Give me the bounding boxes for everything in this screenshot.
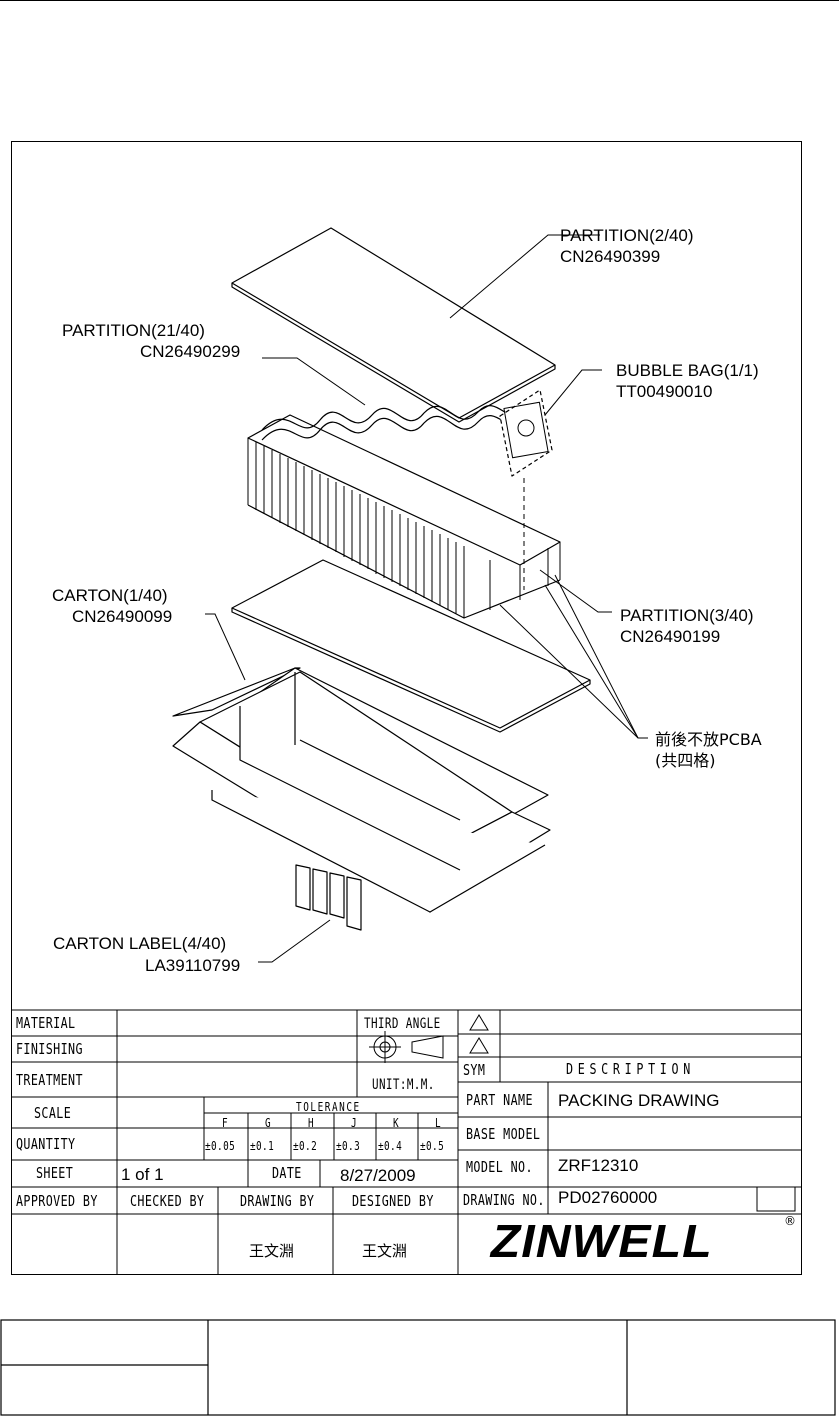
partition-middle-code: CN26490299 — [140, 342, 241, 361]
drawing-frame — [11, 141, 802, 1275]
note-line2: (共四格) — [655, 751, 716, 770]
bubble-bag-shape — [499, 389, 553, 477]
tolerance-col-j: J — [351, 1116, 358, 1130]
top-rule — [0, 0, 839, 1]
tolerance-col-h: H — [308, 1116, 315, 1130]
tolerance-val-h: ±0.2 — [293, 1139, 318, 1153]
drawing-by-name: 王文淵 — [249, 1242, 295, 1260]
tolerance-val-l: ±0.5 — [420, 1139, 445, 1153]
bubble-bag-name: BUBBLE BAG(1/1) — [616, 361, 759, 380]
date-label: DATE — [272, 1164, 302, 1182]
carton-name: CARTON(1/40) — [52, 586, 168, 605]
carton-labels — [295, 864, 362, 931]
tolerance-col-g: G — [265, 1116, 272, 1130]
carton-label-name: CARTON LABEL(4/40) — [53, 934, 227, 953]
drawing-by-label: DRAWING BY — [240, 1192, 315, 1210]
tolerance-val-f: ±0.05 — [205, 1139, 236, 1153]
tolerance-val-k: ±0.4 — [378, 1139, 403, 1153]
designed-by-label: DESIGNED BY — [352, 1192, 434, 1210]
model-no-value: ZRF12310 — [558, 1156, 639, 1175]
zinwell-logo: ZINWELL — [490, 1215, 713, 1267]
third-angle-label: THIRD ANGLE — [364, 1016, 441, 1032]
partition-bottom-code: CN26490199 — [620, 627, 721, 646]
tolerance-col-l: L — [435, 1116, 442, 1130]
partition-top-code: CN26490399 — [560, 247, 661, 266]
scale-label: SCALE — [34, 1104, 72, 1122]
sheet-label: SHEET — [36, 1164, 74, 1182]
registered-mark: ® — [784, 1214, 796, 1228]
leader-lines — [205, 234, 648, 963]
material-label: MATERIAL — [16, 1014, 76, 1032]
treatment-label: TREATMENT — [16, 1071, 83, 1089]
designed-by-name: 王文淵 — [362, 1242, 408, 1260]
tolerance-label: TOLERANCE — [296, 1100, 361, 1114]
approved-by-label: APPROVED BY — [16, 1192, 98, 1210]
bubble-bag-code: TT00490010 — [616, 382, 713, 401]
base-model-label: BASE MODEL — [466, 1125, 541, 1143]
partition-top-name: PARTITION(2/40) — [560, 226, 694, 245]
partition-bottom-name: PARTITION(3/40) — [620, 606, 754, 625]
checked-by-label: CHECKED BY — [130, 1192, 205, 1210]
drawing-no-value: PD02760000 — [558, 1188, 658, 1207]
tolerance-val-g: ±0.1 — [250, 1139, 275, 1153]
quantity-label: QUANTITY — [16, 1135, 76, 1153]
carton-box — [172, 667, 551, 913]
model-no-label: MODEL NO. — [466, 1158, 533, 1176]
tolerance-val-j: ±0.3 — [336, 1139, 361, 1153]
sym-label: SYM — [463, 1061, 486, 1079]
tolerance-col-k: K — [393, 1116, 400, 1130]
carton-label-code: LA39110799 — [145, 956, 241, 975]
sheet-value: 1 of 1 — [121, 1165, 164, 1184]
tolerance-col-f: F — [222, 1116, 229, 1130]
note-line1: 前後不放PCBA — [655, 730, 762, 749]
part-name-value: PACKING DRAWING — [558, 1091, 720, 1110]
exploded-packing-illustration — [172, 227, 648, 963]
middle-partition-assembly — [247, 405, 561, 619]
partition-middle-name: PARTITION(21/40) — [62, 321, 205, 340]
part-name-label: PART NAME — [466, 1091, 533, 1109]
drawing-no-label: DRAWING NO. — [463, 1191, 545, 1209]
unit-label: UNIT:M.M. — [372, 1077, 435, 1093]
carton-code: CN26490099 — [72, 607, 173, 626]
finishing-label: FINISHING — [16, 1040, 83, 1058]
date-value: 8/27/2009 — [340, 1166, 416, 1185]
description-label: DESCRIPTION — [566, 1060, 695, 1078]
